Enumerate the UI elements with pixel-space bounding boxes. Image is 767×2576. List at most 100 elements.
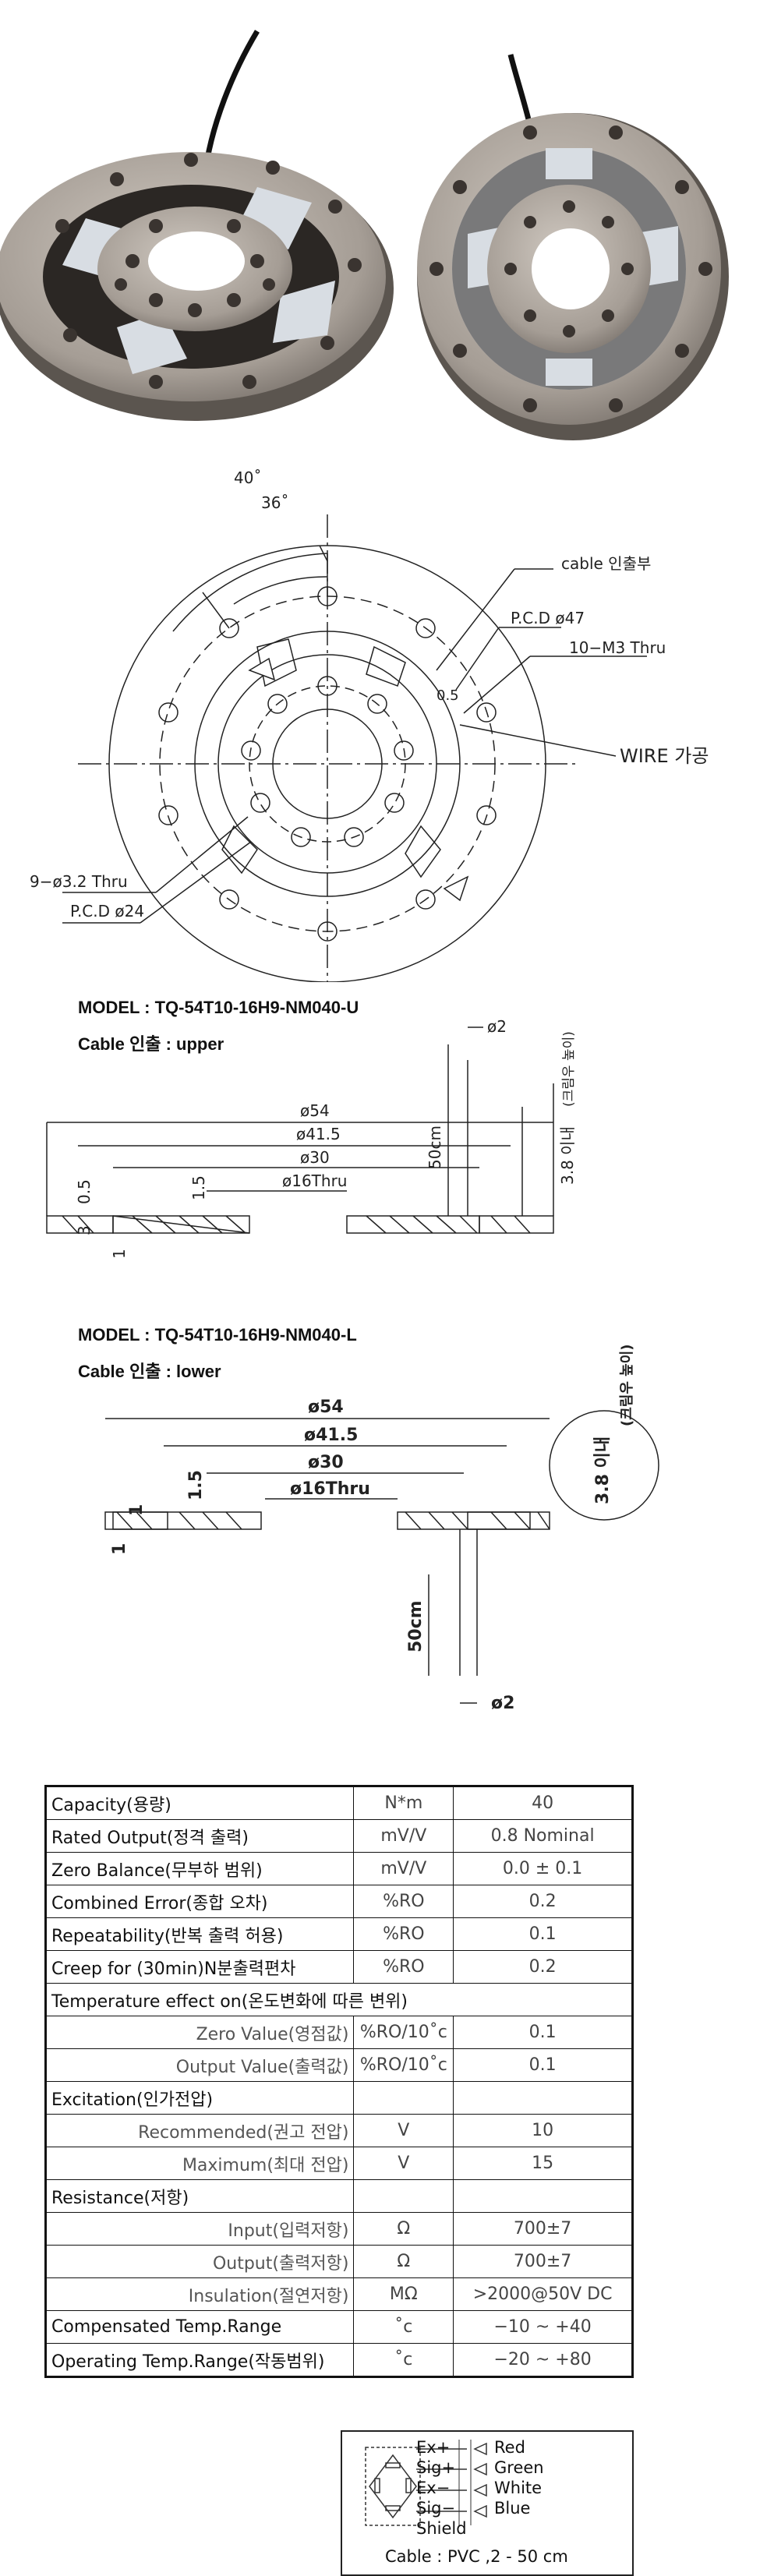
spec-unit: Ω	[353, 2245, 454, 2278]
top-view-drawing: 40˚ 36˚ cable 인출부 P.C.D ø47 10−M3 Thru 0…	[0, 452, 767, 1013]
spec-label: Creep for (30min)N분출력편차	[44, 1950, 355, 1984]
spec-unit: %RO	[353, 1917, 454, 1951]
dim-36: 36˚	[261, 493, 288, 512]
spec-label: Maximum(최대 전압)	[44, 2147, 355, 2180]
wire-sigm: Sig−	[416, 2499, 456, 2518]
holes9-label: 9−ø3.2 Thru	[30, 872, 128, 891]
wire-cable-label: Cable : PVC ,2 - 50 cm	[385, 2547, 568, 2566]
spec-value: −10 ~ +40	[453, 2310, 633, 2344]
spec-row: Excitation(인가전압)	[44, 2081, 633, 2115]
spec-value: 15	[453, 2147, 633, 2180]
upper-len50: 50cm	[426, 1125, 444, 1169]
spec-label: Output(출력저항)	[44, 2245, 355, 2278]
spec-row: Resistance(저항)	[44, 2179, 633, 2213]
cable-exit-label: cable 인출부	[561, 554, 651, 573]
spec-value: 0.2	[453, 1885, 633, 1918]
spec-unit: %RO	[353, 1885, 454, 1918]
wire-exm: Ex−	[416, 2479, 451, 2497]
spec-label: Excitation(인가전압)	[44, 2081, 355, 2115]
lower-h38: 3.8 이내	[593, 1436, 613, 1504]
upper-h38: 3.8 이내	[558, 1126, 577, 1185]
wire-green: Green	[494, 2458, 544, 2477]
wire-red: Red	[494, 2438, 525, 2457]
spec-unit	[353, 2081, 454, 2115]
spec-label: Capacity(용량)	[44, 1786, 355, 1820]
wire-blue: Blue	[494, 2499, 531, 2518]
dim-40: 40˚	[234, 468, 261, 487]
spec-value	[453, 2179, 633, 2213]
spec-unit: ˚c	[353, 2310, 454, 2344]
product-photo	[0, 0, 767, 452]
m3-label: 10−M3 Thru	[569, 638, 666, 657]
upper-section-svg: ø54 ø41.5 ø30 ø16Thru ø2 50cm 3.8 이내 (크림…	[46, 1017, 577, 1259]
spec-label: Resistance(저항)	[44, 2179, 355, 2213]
spec-label: Combined Error(종합 오차)	[44, 1885, 355, 1918]
sensor-left	[0, 152, 394, 421]
lower-model-section: MODEL : TQ-54T10-16H9-NM040-L Cable 인출 :…	[0, 1309, 767, 1746]
spec-value: 40	[453, 1786, 633, 1820]
upper-model-title: MODEL : TQ-54T10-16H9-NM040-U	[78, 998, 359, 1017]
upper-h05: 0.5	[75, 1179, 94, 1204]
spec-unit: MΩ	[353, 2277, 454, 2311]
upper-d415: ø41.5	[296, 1125, 341, 1143]
spec-label: Insulation(절연저항)	[44, 2277, 355, 2311]
top-view-svg: 40˚ 36˚ cable 인출부 P.C.D ø47 10−M3 Thru 0…	[30, 468, 709, 1013]
wire-white: White	[494, 2479, 543, 2497]
spec-unit: V	[353, 2147, 454, 2180]
upper-h3: 3	[75, 1225, 94, 1235]
lower-h1a: 1	[127, 1504, 147, 1516]
spec-label: Repeatability(반복 출력 허용)	[44, 1917, 355, 1951]
spec-row: Insulation(절연저항)MΩ>2000@50V DC	[44, 2277, 633, 2311]
spec-label: Zero Balance(무부하 범위)	[44, 1852, 355, 1885]
sensor-right	[417, 113, 729, 440]
spec-row: Operating Temp.Range(작동범위)˚c−20 ~ +80	[44, 2343, 633, 2377]
spec-label: Input(입력저항)	[44, 2212, 355, 2246]
spec-label: Zero Value(영점값)	[44, 2016, 355, 2049]
spec-value: 0.2	[453, 1950, 633, 1984]
spec-label: Compensated Temp.Range	[44, 2310, 355, 2344]
spec-value: 0.0 ± 0.1	[453, 1852, 633, 1885]
spec-row: Compensated Temp.Range˚c−10 ~ +40	[44, 2310, 633, 2344]
spec-value: 0.1	[453, 1917, 633, 1951]
lower-h15: 1.5	[186, 1470, 206, 1500]
lower-model-title: MODEL : TQ-54T10-16H9-NM040-L	[78, 1325, 357, 1345]
upper-d30: ø30	[300, 1148, 330, 1167]
upper-model-section: MODEL : TQ-54T10-16H9-NM040-U Cable 인출 :…	[0, 982, 767, 1278]
spec-label: Recommended(권고 전압)	[44, 2114, 355, 2147]
lower-d16: ø16Thru	[290, 1479, 370, 1499]
upper-h1: 1	[110, 1249, 129, 1259]
spec-unit: V	[353, 2114, 454, 2147]
upper-h38b: (크림우 높이)	[561, 1031, 577, 1107]
upper-h15: 1.5	[189, 1175, 208, 1200]
lower-h38b: (크림우 높이)	[619, 1344, 635, 1426]
spec-label: Operating Temp.Range(작동범위)	[44, 2343, 355, 2377]
spec-unit: mV/V	[353, 1852, 454, 1885]
lower-d2: ø2	[491, 1694, 514, 1713]
spec-row: Temperature effect on(온도변화에 따른 변위)	[45, 1983, 633, 2016]
lower-d54: ø54	[308, 1398, 344, 1417]
spec-unit: %RO/10˚c	[353, 2048, 454, 2082]
lower-d415: ø41.5	[304, 1426, 358, 1445]
pcd24-label: P.C.D ø24	[70, 902, 144, 921]
spec-unit: N*m	[353, 1786, 454, 1820]
spec-value: 0.1	[453, 2016, 633, 2049]
spec-unit: mV/V	[353, 1819, 454, 1853]
spec-label: Rated Output(정격 출력)	[44, 1819, 355, 1853]
spec-value: >2000@50V DC	[453, 2277, 633, 2311]
spec-label: Temperature effect on(온도변화에 따른 변위)	[45, 1983, 633, 2016]
lower-len50: 50cm	[406, 1600, 426, 1652]
spec-label: Output Value(출력값)	[44, 2048, 355, 2082]
wire-sigp: Sig+	[416, 2458, 456, 2477]
spec-value: 10	[453, 2114, 633, 2147]
upper-d2: ø2	[487, 1017, 507, 1036]
lower-d30: ø30	[308, 1453, 344, 1472]
angle-label: 0.5	[437, 687, 459, 704]
